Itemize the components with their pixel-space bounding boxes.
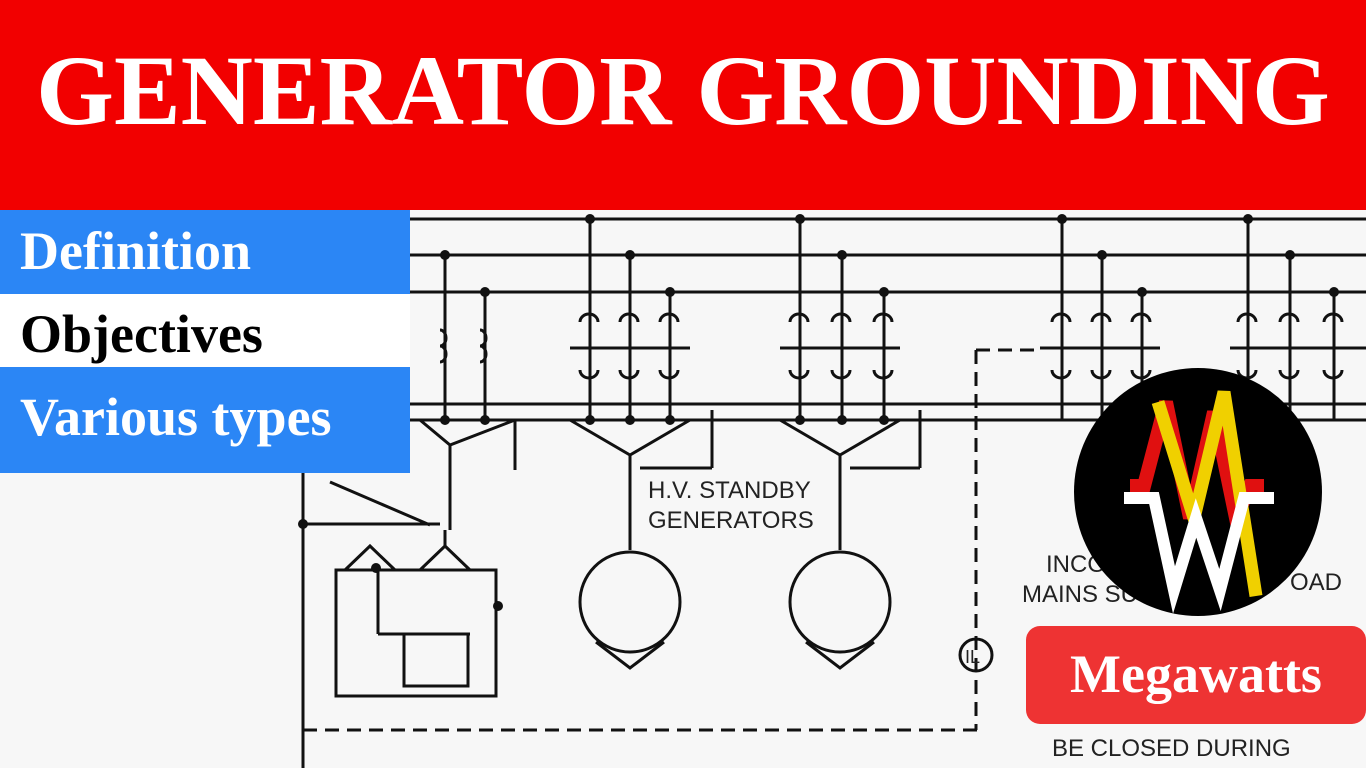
load-label-fragment: OAD bbox=[1290, 569, 1342, 596]
menu-item-objectives[interactable]: Objectives bbox=[0, 294, 410, 367]
title-banner: GENERATOR GROUNDING bbox=[0, 0, 1366, 210]
standby-label-line2: GENERATORS bbox=[648, 507, 814, 534]
menu-item-label: Objectives bbox=[20, 304, 263, 364]
page-title: GENERATOR GROUNDING bbox=[36, 35, 1330, 146]
menu-item-definition[interactable]: Definition bbox=[0, 210, 410, 294]
single-line-diagram: H.V. STANDBY GENERATORS INCO MAINS SU OA… bbox=[298, 214, 1366, 768]
menu-item-label: Various types bbox=[20, 387, 332, 447]
meter-symbol-label: IL bbox=[965, 647, 980, 667]
standby-label-line1: H.V. STANDBY bbox=[648, 477, 811, 504]
brand-name-badge[interactable]: Megawatts bbox=[1026, 626, 1366, 724]
megawatts-logo-icon bbox=[1074, 368, 1322, 616]
menu-item-label: Definition bbox=[20, 221, 252, 281]
menu-item-various-types[interactable]: Various types bbox=[0, 367, 410, 473]
brand-name-label: Megawatts bbox=[1070, 644, 1322, 704]
closed-during-label: BE CLOSED DURING bbox=[1052, 735, 1291, 762]
